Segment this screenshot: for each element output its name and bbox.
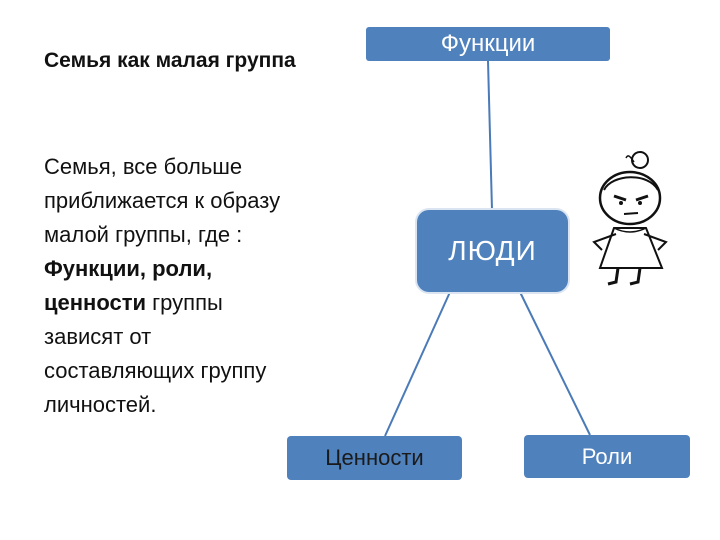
- body-text-bold: Функции, роли, ценности: [44, 256, 213, 315]
- connector-functions-people: [487, 60, 493, 211]
- node-functions: Функции: [366, 27, 610, 61]
- connector-people-roles: [519, 291, 591, 436]
- node-people: ЛЮДИ: [417, 210, 568, 292]
- slide-title: Семья как малая группа: [44, 49, 296, 72]
- body-text-end: группы зависят от составляющих группу ли…: [44, 290, 267, 417]
- slide-body-text: Семья, все больше приближается к образу …: [44, 150, 294, 422]
- connector-people-values: [384, 291, 451, 437]
- cartoon-girl-icon: [592, 151, 668, 286]
- node-roles: Роли: [524, 435, 690, 478]
- body-text-start: Семья, все больше приближается к образу …: [44, 154, 281, 247]
- node-values: Ценности: [287, 436, 462, 480]
